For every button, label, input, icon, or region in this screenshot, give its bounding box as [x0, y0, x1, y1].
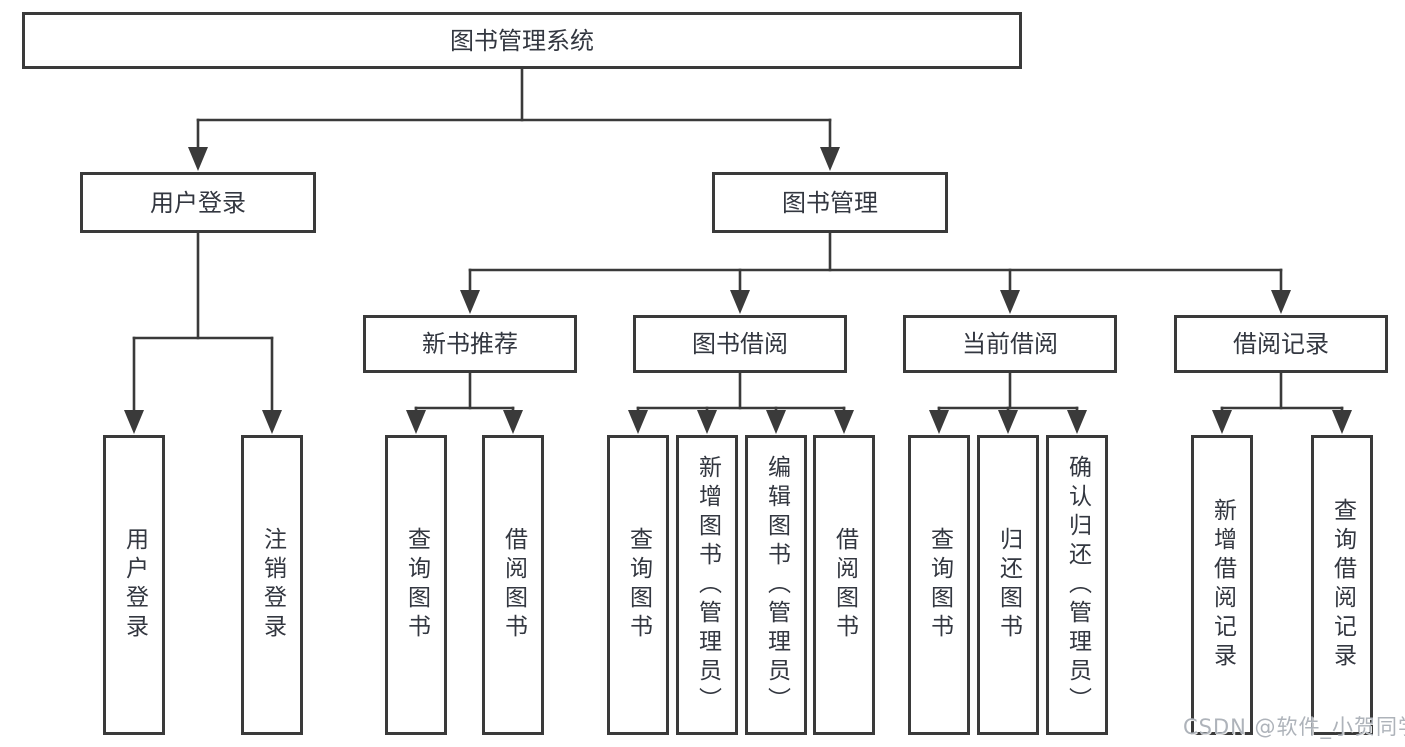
node-borrowing-records: 借阅记录	[1174, 315, 1388, 373]
watermark: CSDN @软件_小贺同学	[1183, 715, 1405, 739]
leaf-borrow-books-recommend: 借阅图书	[482, 435, 544, 735]
leaf-add-borrow-record: 新增借阅记录	[1191, 435, 1253, 735]
leaf-borrow-books: 借阅图书	[813, 435, 875, 735]
node-book-management: 图书管理	[712, 172, 948, 233]
leaf-logout: 注销登录	[241, 435, 303, 735]
node-new-book-recommend: 新书推荐	[363, 315, 577, 373]
leaf-add-book-admin: 新增图书（管理员）	[676, 435, 738, 735]
leaf-user-login: 用户登录	[103, 435, 165, 735]
leaf-query-books-current: 查询图书	[908, 435, 970, 735]
node-current-borrowing: 当前借阅	[903, 315, 1117, 373]
leaf-return-book: 归还图书	[977, 435, 1039, 735]
leaf-query-borrow-record: 查询借阅记录	[1311, 435, 1373, 735]
leaf-confirm-return-admin: 确认归还（管理员）	[1046, 435, 1108, 735]
leaf-edit-book-admin: 编辑图书（管理员）	[745, 435, 807, 735]
node-library-management-system: 图书管理系统	[22, 12, 1022, 69]
leaf-query-books-recommend: 查询图书	[385, 435, 447, 735]
node-book-borrowing: 图书借阅	[633, 315, 847, 373]
node-user-login: 用户登录	[80, 172, 316, 233]
leaf-query-books-borrowing: 查询图书	[607, 435, 669, 735]
